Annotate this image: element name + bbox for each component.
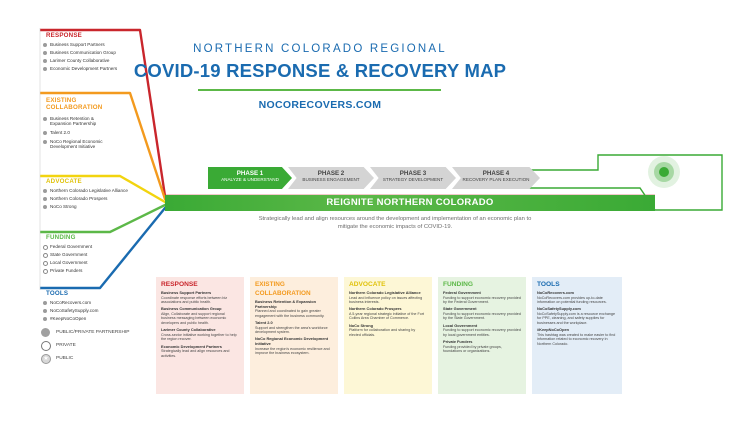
- public-private-bullet-icon: [43, 301, 47, 305]
- sidebar-item-nocosafetysupply: NoCoSafetySupply.com: [43, 308, 98, 313]
- phase-4-step: PHASE 4 RECOVERY PLAN EXECUTION: [452, 167, 540, 189]
- response-box-heading: RESPONSE: [161, 281, 198, 288]
- public-private-bullet-icon: [43, 309, 47, 313]
- sidebar-item-private-funders: Private Funders: [43, 268, 82, 274]
- sidebar-item-colorado-prospers: Northern Colorado Prospers: [43, 196, 107, 201]
- sidebar-item-economic-development: Economic Development Partners: [43, 66, 117, 71]
- existing-box: EXISTING COLLABORATION Business Retentio…: [250, 277, 338, 394]
- sidebar-item-noco-regional: NoCo Regional Economic Development Initi…: [43, 139, 120, 149]
- public-private-bullet-icon: [43, 189, 47, 193]
- private-bullet-icon: [43, 269, 48, 274]
- mission-description: Strategically lead and align resources a…: [258, 216, 532, 230]
- sidebar-item-noco-strong: NoCo Strong: [43, 204, 77, 209]
- public-bullet-icon: [43, 245, 48, 250]
- sidebar-item-local: Local Government: [43, 260, 88, 266]
- title-underline: [198, 89, 441, 91]
- existing-box-heading: EXISTING COLLABORATION: [255, 281, 311, 297]
- sidebar-item-state: State Government: [43, 252, 87, 258]
- public-private-bullet-icon: [43, 205, 47, 209]
- sidebar-item-business-communication: Business Communication Group: [43, 50, 116, 55]
- public-private-bullet-icon: [43, 51, 47, 55]
- public-private-bullet-icon: [43, 117, 47, 121]
- legend-private: PRIVATE: [56, 343, 76, 348]
- sidebar-item-talent: Talent 2.0: [43, 130, 70, 135]
- public-private-bullet-icon: [43, 59, 47, 63]
- sidebar-heading-tools: TOOLS: [46, 290, 69, 297]
- page-title: COVID-19 RESPONSE & RECOVERY MAP: [133, 60, 507, 81]
- sidebar-item-legislative-alliance: Northern Colorado Legislative Alliance: [43, 188, 128, 193]
- public-bullet-icon: [43, 253, 48, 258]
- phase-1-step: PHASE 1 ANALYZE & UNDERSTAND: [208, 167, 292, 189]
- list-item: NoCo Regional Economic Development Initi…: [255, 336, 330, 355]
- funding-box-heading: FUNDING: [443, 281, 474, 288]
- reignite-banner: REIGNITE NORTHERN COLORADO: [165, 195, 655, 211]
- public-private-bullet-icon: [43, 67, 47, 71]
- public-private-bullet-icon: [43, 140, 47, 144]
- public-legend-icon: ★: [41, 354, 51, 364]
- public-private-legend-icon: [41, 328, 50, 337]
- tools-box-heading: TOOLS: [537, 281, 560, 288]
- sidebar-item-nocorecovers: NoCoRecovers.com: [43, 300, 91, 305]
- sidebar-item-business-retention: Business Retention & Expansion Partnersh…: [43, 116, 112, 126]
- sidebar-item-federal: Federal Government: [43, 244, 92, 250]
- sidebar-item-business-support: Business Support Partners: [43, 42, 105, 47]
- sidebar-heading-funding: FUNDING: [46, 234, 76, 241]
- private-legend-icon: [41, 341, 51, 351]
- sidebar-item-larimer-county: Larimer County Collaborative: [43, 58, 110, 63]
- location-dot: [659, 167, 669, 177]
- public-private-bullet-icon: [43, 131, 47, 135]
- advocate-box-heading: ADVOCATE: [349, 281, 386, 288]
- public-bullet-icon: [43, 261, 48, 266]
- public-private-bullet-icon: [43, 317, 47, 321]
- public-private-bullet-icon: [43, 43, 47, 47]
- list-item: Business Retention & Expansion Partnersh…: [255, 299, 325, 318]
- phase-2-step: PHASE 2 BUSINESS ENGAGEMENT: [288, 167, 374, 189]
- sidebar-item-keepnocoopen: #KeepNoCoOpen: [43, 316, 86, 321]
- region-title: NORTHERN COLORADO REGIONAL: [193, 43, 447, 55]
- sidebar-heading-response: RESPONSE: [46, 32, 82, 39]
- sidebar-heading-existing: EXISTING COLLABORATION: [46, 97, 103, 111]
- sidebar-heading-advocate: ADVOCATE: [46, 178, 82, 185]
- phase-3-step: PHASE 3 STRATEGY DEVELOPMENT: [370, 167, 456, 189]
- advocate-box: ADVOCATE Northern Colorado Legislative A…: [344, 277, 432, 394]
- legend-public: PUBLIC: [56, 356, 74, 361]
- public-private-bullet-icon: [43, 197, 47, 201]
- website-link[interactable]: NOCORECOVERS.COM: [258, 99, 382, 111]
- legend-public-private: PUBLIC/PRIVATE PARTNERSHIP: [56, 330, 130, 335]
